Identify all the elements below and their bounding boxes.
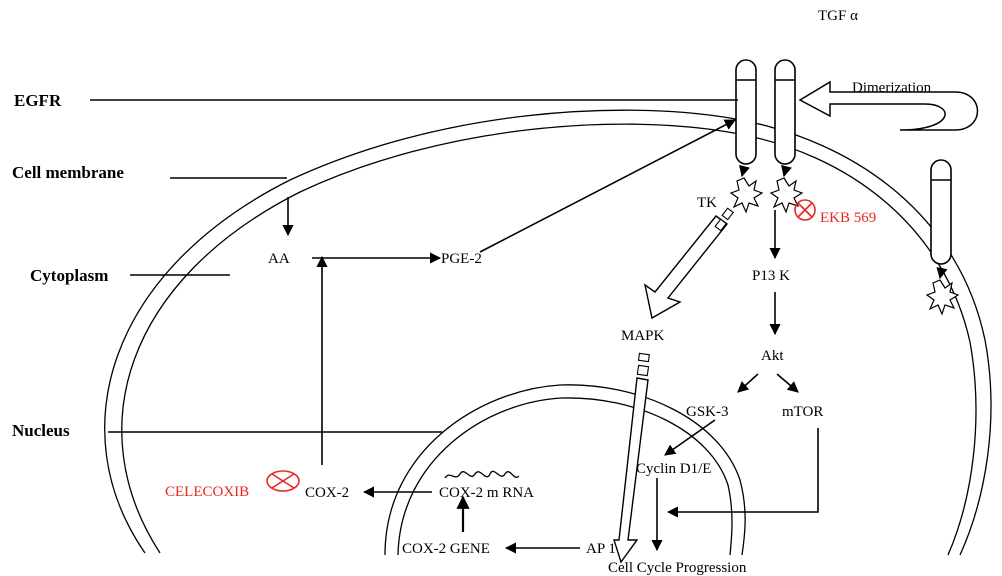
cytoplasm-label: Cytoplasm xyxy=(30,266,108,285)
aa-label: AA xyxy=(268,251,290,267)
akt-to-mtor-arrow xyxy=(777,374,798,392)
mtor-label: mTOR xyxy=(782,404,823,420)
egfr-label: EGFR xyxy=(14,91,62,110)
egfr-receptor-right xyxy=(775,60,795,164)
mapk-label: MAPK xyxy=(621,328,665,344)
cyclin-label: Cyclin D1/E xyxy=(636,461,711,477)
celecoxib-label: CELECOXIB xyxy=(165,484,249,500)
akt-label: Akt xyxy=(761,348,784,364)
kinase-burst-left xyxy=(731,168,762,212)
mapk-to-ap1-hollow-arrow xyxy=(614,353,649,562)
cox2-mrna-label: COX-2 m RNA xyxy=(439,485,534,501)
dimerization-label: Dimerization xyxy=(852,80,932,96)
celecoxib-inhibitor-icon xyxy=(267,471,299,491)
egfr-receptor-left xyxy=(736,60,756,164)
pge2-label: PGE-2 xyxy=(441,251,482,267)
cell-cycle-label: Cell Cycle Progression xyxy=(608,560,747,576)
cox2-gene-label: COX-2 GENE xyxy=(402,541,490,557)
cell-membrane-label: Cell membrane xyxy=(12,163,124,182)
tk-label: TK xyxy=(697,195,717,211)
mrna-squiggle xyxy=(445,471,519,478)
cox2-label: COX-2 xyxy=(305,485,349,501)
ekb569-inhibitor-icon xyxy=(795,200,815,220)
ap1-label: AP 1 xyxy=(586,541,616,557)
nucleus-label: Nucleus xyxy=(12,421,70,440)
tk-to-mapk-hollow-arrow xyxy=(645,208,733,318)
akt-to-gsk3-arrow xyxy=(738,374,758,392)
tgf-alpha-label: TGF α xyxy=(818,8,858,24)
pi3k-label: P13 K xyxy=(752,268,790,284)
egfr-receptor-monomer xyxy=(931,160,951,264)
gsk3-label: GSK-3 xyxy=(686,404,729,420)
pge2-to-egfr-arrow xyxy=(480,120,735,252)
ekb569-label: EKB 569 xyxy=(820,210,876,226)
kinase-burst-right xyxy=(771,168,802,212)
